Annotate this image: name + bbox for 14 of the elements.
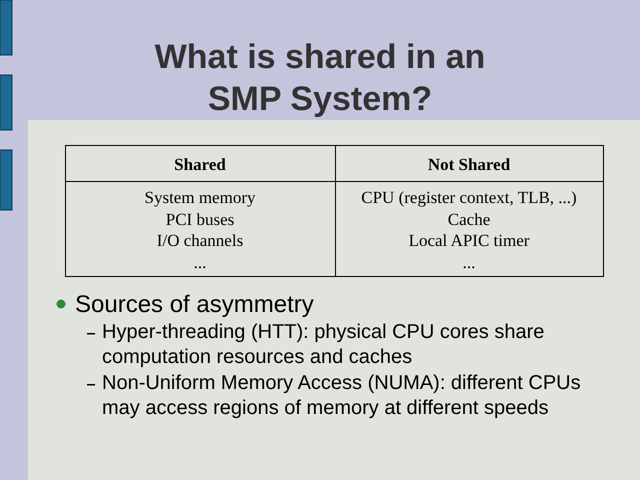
- table-cell-text: Cache: [448, 208, 490, 230]
- column-header: Not Shared: [428, 154, 510, 175]
- column-header: Shared: [174, 154, 226, 175]
- table-cell-text: I/O channels: [156, 230, 244, 251]
- sub-bullet-text: Non-Uniform Memory Access (NUMA): different CPUs may access regions of memory at different speeds: [102, 371, 582, 421]
- bullet-text: Sources of asymmetry: [75, 291, 314, 319]
- table-cell-text: ...: [194, 252, 206, 272]
- table-cell-text: PCI buses: [166, 208, 234, 230]
- table-cell-text: ...: [462, 252, 476, 272]
- table-cell-text: System memory: [144, 187, 256, 208]
- slide-title: What is shared in an SMP System?: [154, 37, 486, 120]
- table-cell-text: Local APIC timer: [408, 230, 530, 251]
- sub-bullet-text: Hyper-threading (HTT): physical CPU cores share computation resources and caches: [102, 320, 546, 370]
- table-cell-text: CPU (register context, TLB, ...): [361, 187, 577, 208]
